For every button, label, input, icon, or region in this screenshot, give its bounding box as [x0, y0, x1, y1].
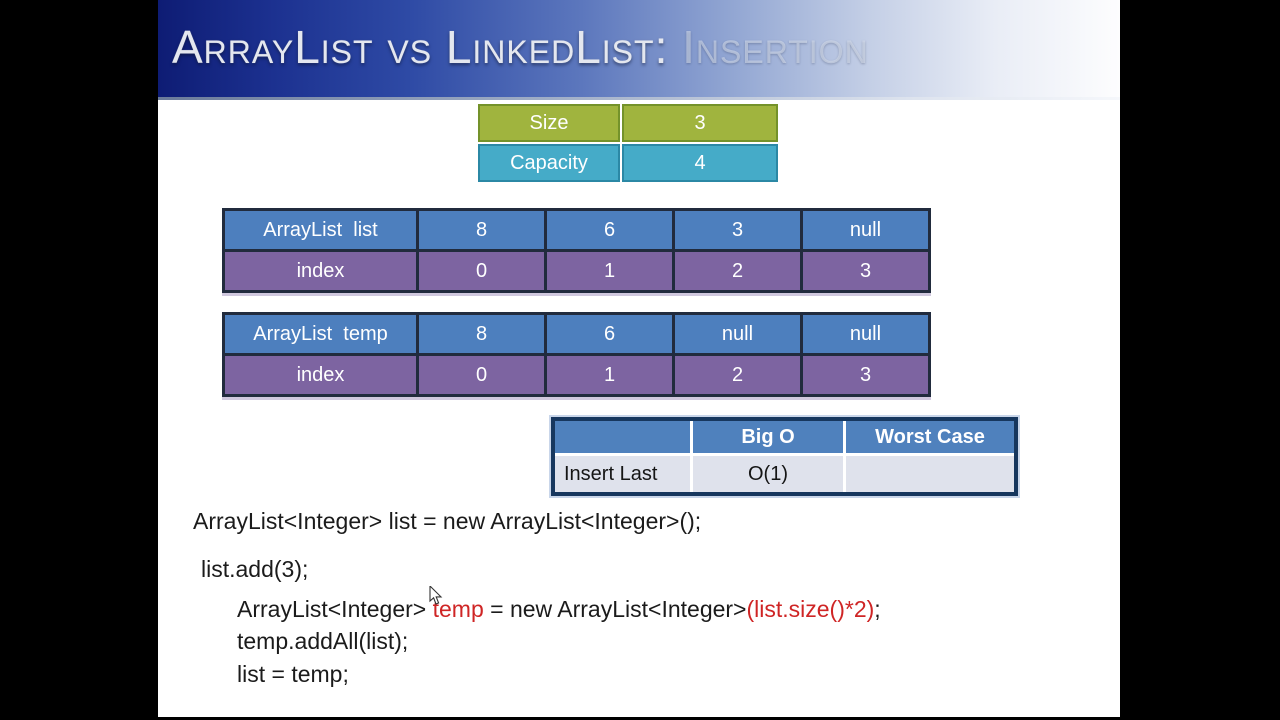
temp-index-cell: 2 [675, 356, 800, 394]
list-value-cell: null [803, 211, 928, 249]
bigo-header-bigo: Big O [693, 421, 843, 453]
code-text-highlight-size: (list.size()*2) [746, 596, 875, 622]
slide-title-accent: Insertion [682, 21, 869, 73]
slide-title-main: ArrayList vs LinkedList: [172, 21, 669, 73]
code-text: list.add(3); [201, 556, 309, 582]
code-text: = new ArrayList<Integer> [483, 596, 747, 622]
temp-index-label: index [225, 356, 416, 394]
code-line-declare-temp: ArrayList<Integer> temp = new ArrayList<… [237, 596, 881, 623]
list-value-cell: 3 [675, 211, 800, 249]
bigo-header-worstcase: Worst Case [846, 421, 1014, 453]
size-value-cell: 3 [622, 104, 778, 142]
capacity-value-cell: 4 [622, 144, 778, 182]
code-text: ArrayList<Integer> list = new ArrayList<… [193, 508, 702, 534]
code-line-assign: list = temp; [237, 661, 349, 688]
list-value-cell: 6 [547, 211, 672, 249]
temp-table-label: ArrayList temp [225, 315, 416, 353]
code-line-addall: temp.addAll(list); [237, 628, 408, 655]
list-index-cell: 3 [803, 252, 928, 290]
list-value-cell: 8 [419, 211, 544, 249]
code-text: list = temp; [237, 661, 349, 687]
code-line-add: list.add(3); [201, 556, 308, 583]
list-index-label: index [225, 252, 416, 290]
temp-index-cell: 1 [547, 356, 672, 394]
bigo-header-blank [555, 421, 690, 453]
temp-index-cell: 0 [419, 356, 544, 394]
arraylist-list-table: ArrayList list 8 6 3 null index 0 1 2 3 [222, 208, 931, 293]
list-index-cell: 1 [547, 252, 672, 290]
code-text: temp.addAll(list); [237, 628, 409, 654]
bigo-operation-cell: Insert Last [555, 456, 690, 492]
list-index-cell: 2 [675, 252, 800, 290]
code-line-declare-list: ArrayList<Integer> list = new ArrayList<… [193, 508, 701, 535]
code-text: ArrayList<Integer> [237, 596, 433, 622]
title-banner: ArrayList vs LinkedList: Insertion [158, 0, 1120, 97]
slide-title: ArrayList vs LinkedList: Insertion [172, 12, 869, 82]
size-capacity-table: Size 3 Capacity 4 [478, 104, 778, 182]
temp-value-cell: 8 [419, 315, 544, 353]
bigo-worstcase-cell [846, 456, 1014, 492]
big-o-table: Big O Worst Case Insert Last O(1) [551, 417, 1018, 496]
banner-bottom-edge [158, 97, 1120, 100]
temp-value-cell: 6 [547, 315, 672, 353]
list-index-cell: 0 [419, 252, 544, 290]
temp-index-cell: 3 [803, 356, 928, 394]
list-table-label: ArrayList list [225, 211, 416, 249]
temp-value-cell: null [675, 315, 800, 353]
arraylist-temp-table: ArrayList temp 8 6 null null index 0 1 2… [222, 312, 931, 397]
size-label-cell: Size [478, 104, 620, 142]
temp-value-cell: null [803, 315, 928, 353]
slide: ArrayList vs LinkedList: Insertion Size … [158, 0, 1120, 717]
mouse-cursor-icon [429, 586, 443, 605]
bigo-complexity-cell: O(1) [693, 456, 843, 492]
code-text-highlight-temp: temp [432, 596, 484, 622]
code-text: ; [874, 596, 881, 622]
capacity-label-cell: Capacity [478, 144, 620, 182]
